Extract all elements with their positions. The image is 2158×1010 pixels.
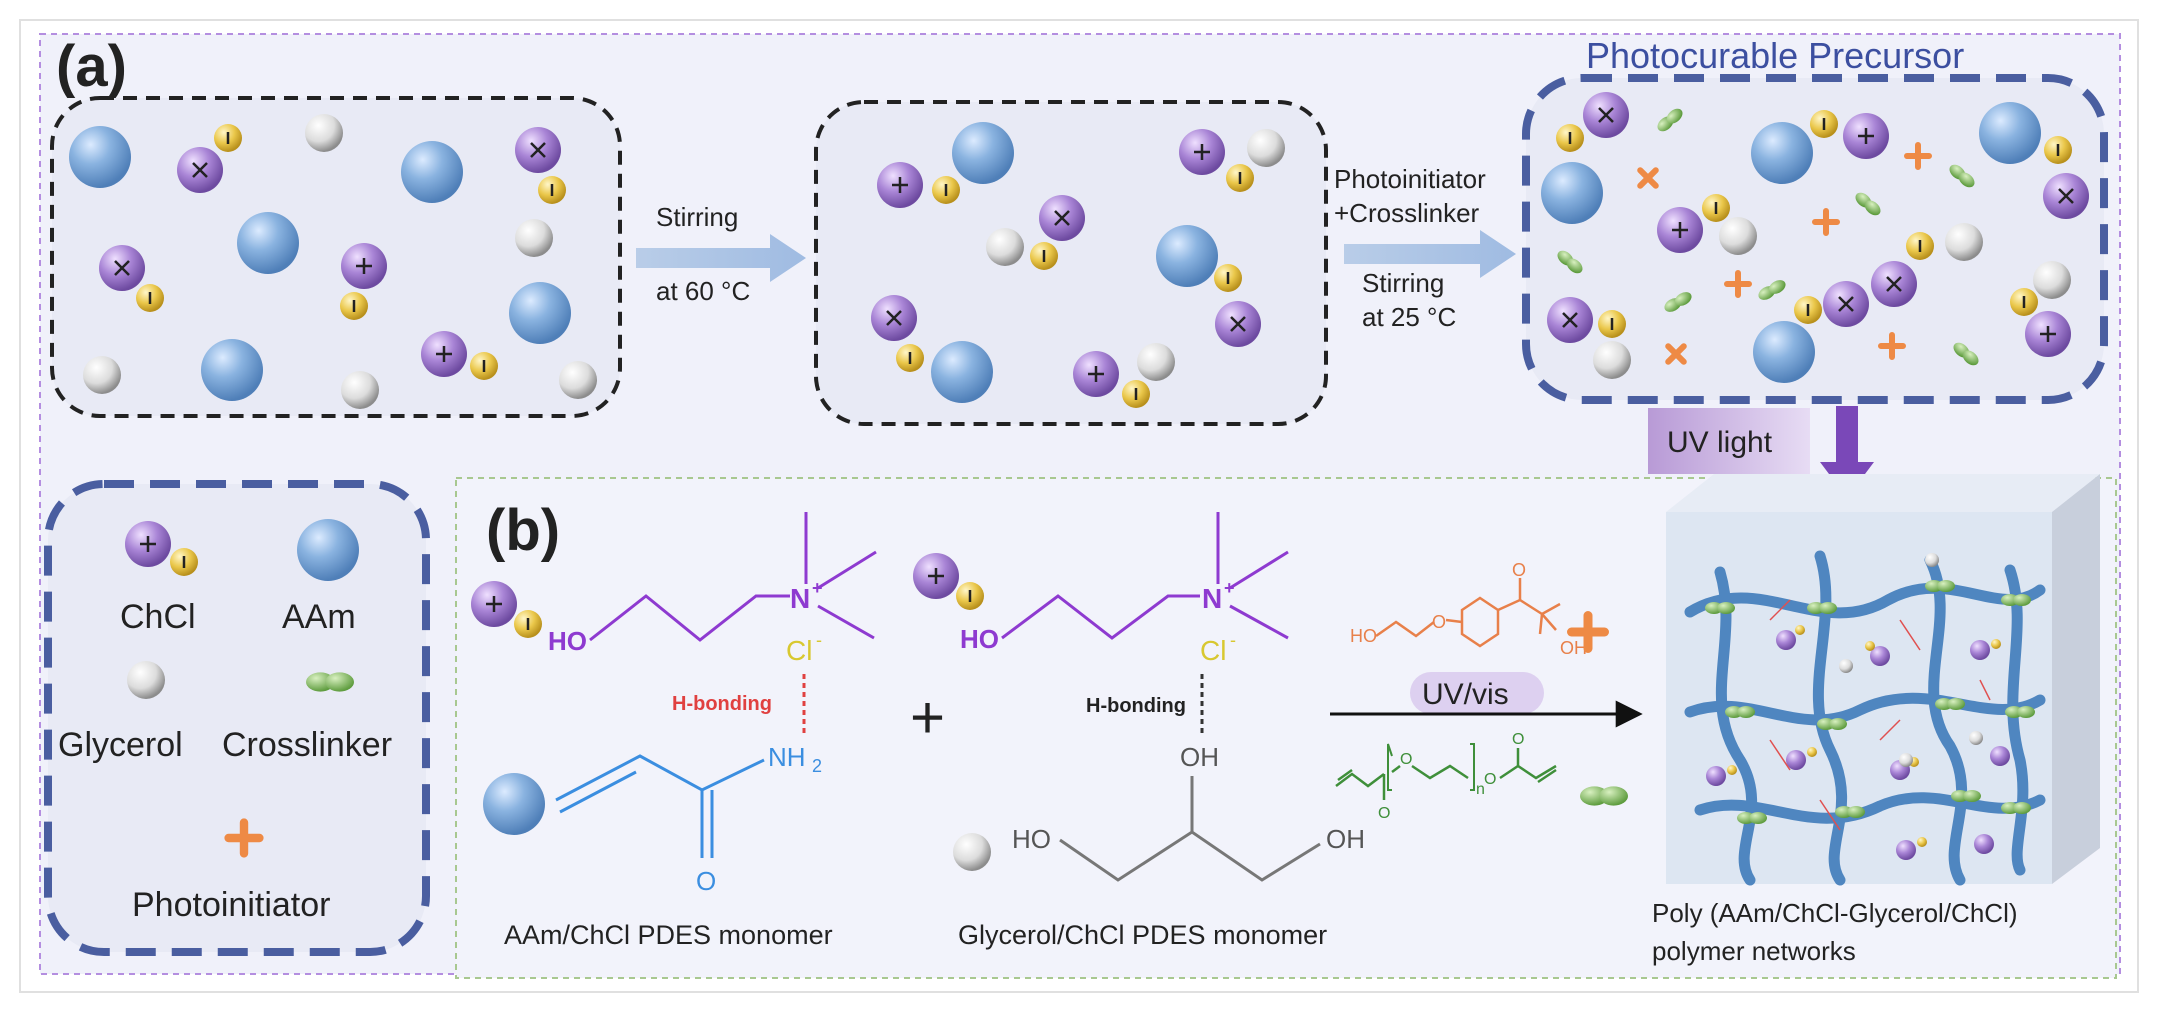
legend-photoinitiator-label: Photoinitiator bbox=[132, 886, 330, 924]
hbond-label-1: H-bonding bbox=[672, 693, 772, 715]
step2-label-2: +Crosslinker bbox=[1334, 198, 1480, 228]
step2-label-4: at 25 °C bbox=[1362, 302, 1456, 332]
choline-chain-1 bbox=[589, 594, 790, 642]
cl-label-1: Cl bbox=[786, 635, 812, 666]
glycerol-chcl-monomer: HO N + Cl - H-bonding OH HO OH bbox=[911, 512, 1365, 882]
uvvis-label: UV/vis bbox=[1422, 678, 1509, 711]
hbond-label-2: H-bonding bbox=[1086, 695, 1186, 717]
crosslinker-structure: O O n O O bbox=[1335, 731, 1628, 822]
aam-chcl-monomer: HO N + Cl - H-bonding NH 2 O bbox=[469, 512, 877, 896]
cube-top bbox=[1666, 474, 2100, 512]
network-hbonds bbox=[1769, 599, 1991, 831]
panel-b-label: (b) bbox=[486, 498, 560, 563]
methyl-bonds-1 bbox=[804, 512, 877, 640]
legend-crosslinker-label: Crosslinker bbox=[222, 726, 392, 764]
uvvis-badge bbox=[1410, 672, 1544, 714]
glycerol-oh-label: OH bbox=[1326, 824, 1365, 854]
photoinitiator-structure: HO O O OH bbox=[1350, 560, 1605, 658]
methyl-bonds-2 bbox=[1216, 512, 1289, 640]
step2-label-3: Stirring bbox=[1362, 268, 1444, 298]
pi-ho: HO bbox=[1350, 626, 1377, 646]
n-label-1: N bbox=[790, 583, 810, 614]
step2-label-1: Photoinitiator bbox=[1334, 164, 1486, 194]
cl-o4: O bbox=[1512, 731, 1524, 748]
legend-photoinitiator: Photoinitiator bbox=[132, 823, 330, 924]
step1-label-1: Stirring bbox=[656, 202, 738, 232]
legend-glycerol-label: Glycerol bbox=[58, 726, 183, 764]
pi-o2: O bbox=[1512, 560, 1526, 580]
nh2-subscript: 2 bbox=[812, 756, 822, 776]
ho-label-2: HO bbox=[960, 624, 999, 654]
legend-crosslinker: Crosslinker bbox=[222, 672, 392, 764]
legend-chcl: ChCl bbox=[120, 519, 200, 636]
precursor-box bbox=[1522, 74, 2108, 404]
arrow-add-photoinitiator bbox=[1344, 230, 1516, 278]
n-label-2: N bbox=[1202, 583, 1222, 614]
network-strands bbox=[1684, 550, 2046, 886]
cl-minus-2: - bbox=[1230, 630, 1236, 650]
o-label-aam: O bbox=[696, 866, 716, 896]
uv-light-tag bbox=[1648, 408, 1810, 474]
cl-label-2: Cl bbox=[1200, 635, 1226, 666]
pi-oh: OH bbox=[1560, 638, 1587, 658]
step1-label-2: at 60 °C bbox=[656, 276, 750, 306]
n-plus-sign-1: + bbox=[812, 578, 823, 598]
glycerol-ho-label: HO bbox=[1012, 824, 1051, 854]
legend-chcl-label: ChCl bbox=[120, 598, 196, 636]
legend-aam: AAm bbox=[282, 519, 359, 636]
n-plus-sign-2: + bbox=[1224, 578, 1235, 598]
legend-box bbox=[44, 480, 430, 956]
precursor-title: Photocurable Precursor bbox=[1586, 35, 1964, 76]
cl-o2: O bbox=[1400, 751, 1412, 768]
caption-aam-chcl: AAm/ChCl PDES monomer bbox=[504, 920, 833, 950]
choline-chain-2 bbox=[1001, 594, 1200, 640]
polymer-network bbox=[1666, 474, 2100, 886]
legend-aam-label: AAm bbox=[282, 598, 356, 636]
cl-o3: O bbox=[1484, 771, 1496, 788]
plus-sign: + bbox=[910, 684, 945, 751]
network-ions bbox=[1706, 553, 2010, 860]
aam-double-bond bbox=[559, 770, 637, 814]
cl-n: n bbox=[1476, 781, 1485, 798]
caption-glycerol-chcl: Glycerol/ChCl PDES monomer bbox=[958, 920, 1327, 950]
aam-chain bbox=[555, 754, 765, 802]
cube-side bbox=[2052, 474, 2100, 884]
cl-minus-1: - bbox=[816, 630, 822, 650]
ho-label-1: HO bbox=[548, 626, 587, 656]
legend-glycerol: Glycerol bbox=[58, 661, 183, 764]
nh2-label: NH bbox=[768, 742, 806, 772]
cl-o1: O bbox=[1378, 805, 1390, 822]
panel-a-label: (a) bbox=[56, 34, 127, 99]
pi-o1: O bbox=[1432, 612, 1446, 632]
arrow-stirring-60 bbox=[636, 234, 806, 282]
product-label-2: polymer networks bbox=[1652, 936, 1856, 966]
oh-label-top: OH bbox=[1180, 742, 1219, 772]
uv-light-label: UV light bbox=[1667, 426, 1773, 459]
product-label-1: Poly (AAm/ChCl-Glycerol/ChCl) bbox=[1652, 898, 2018, 928]
cube-front bbox=[1666, 512, 2052, 884]
